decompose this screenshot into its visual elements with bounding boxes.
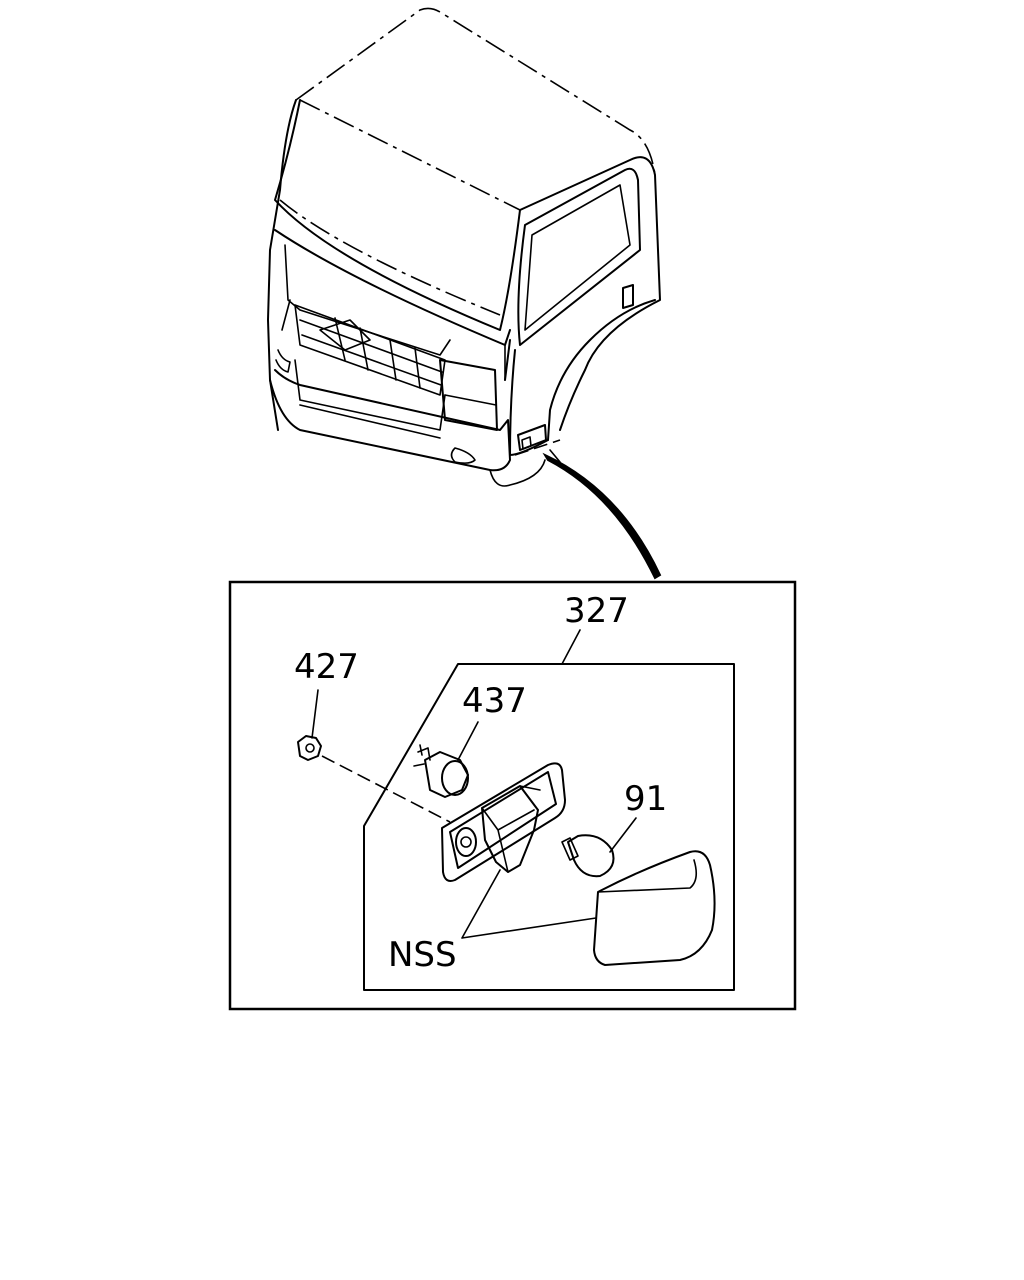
detail-pointer-arrow: [542, 452, 662, 580]
door-handle: [622, 284, 634, 309]
detail-frame: [228, 580, 797, 1011]
cab-front-face: [274, 229, 511, 346]
part-nut: [297, 735, 322, 761]
callout-437: 437: [462, 681, 527, 721]
cab-bumper: [269, 349, 546, 487]
cab-roof-outline: [295, 7, 656, 176]
cab-left-edge: [267, 99, 297, 431]
part-socket: [413, 744, 469, 798]
callout-427: 427: [294, 647, 359, 687]
mounting-axis-line: [321, 755, 451, 823]
callout-91: 91: [624, 779, 667, 819]
leader-91: [609, 817, 637, 853]
cab-roof-crease: [279, 199, 501, 316]
cab-grille: [294, 304, 446, 396]
part-lens: [593, 850, 716, 966]
callout-nss: NSS: [388, 935, 457, 975]
part-lamp-housing: [441, 762, 566, 882]
leader-327: [561, 629, 581, 665]
leader-427: [311, 689, 319, 739]
cab-front-roof-panel: [274, 99, 521, 331]
cab-side-marker-lamp: [517, 424, 547, 451]
leader-437: [457, 721, 479, 761]
cab-door: [504, 156, 661, 456]
assembly-bracket: [363, 663, 735, 991]
truck-cab-illustration: [267, 7, 661, 487]
cab-lower-dash: [514, 439, 561, 456]
cab-roof-front-edge: [299, 99, 521, 211]
callout-327: 327: [564, 591, 629, 631]
part-bulb: [561, 834, 615, 878]
leader-nss: [461, 869, 597, 939]
